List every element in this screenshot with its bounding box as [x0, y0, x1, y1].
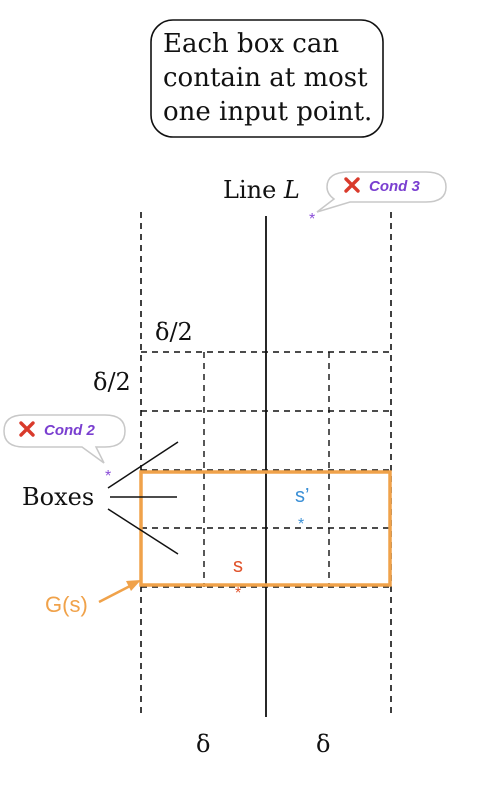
line-l-name: L — [283, 176, 300, 204]
boxes-label: Boxes — [22, 483, 94, 511]
cond2-bubble — [3, 414, 126, 464]
delta-right-label: δ — [316, 730, 330, 758]
cond3-text: Cond 3 — [369, 178, 420, 195]
half-delta-left-label: δ/2 — [93, 368, 131, 396]
point-s-label: s — [233, 555, 243, 577]
cond2-callout: Cond 2 * — [3, 414, 126, 485]
delta-left-label: δ — [196, 730, 210, 758]
cond2-text: Cond 2 — [44, 422, 95, 439]
line-l-label: Line L — [223, 176, 300, 204]
note-box: Each box can contain at most one input p… — [150, 19, 384, 138]
cond2-point: * — [105, 468, 111, 485]
cond3-callout: Cond 3 * — [309, 171, 447, 228]
cross-icon — [344, 177, 360, 193]
half-delta-top-label: δ/2 — [155, 318, 193, 346]
note-line-3: one input point. — [163, 97, 372, 127]
note-line-1: Each box can — [163, 29, 339, 59]
line-l-prefix: Line — [223, 176, 284, 204]
g-s-region — [139, 470, 392, 587]
note-box-frame — [150, 19, 384, 138]
point-s-prime-label: s’ — [295, 485, 309, 507]
g-s-arrow — [98, 580, 141, 604]
boxes-pointers — [107, 441, 179, 555]
point-s-marker: * — [235, 585, 241, 602]
point-s-prime-marker: * — [298, 516, 304, 533]
cross-icon — [19, 421, 35, 437]
g-s-label: G(s) — [45, 592, 88, 617]
cond3-point: * — [309, 211, 315, 228]
note-line-2: contain at most — [163, 63, 368, 93]
